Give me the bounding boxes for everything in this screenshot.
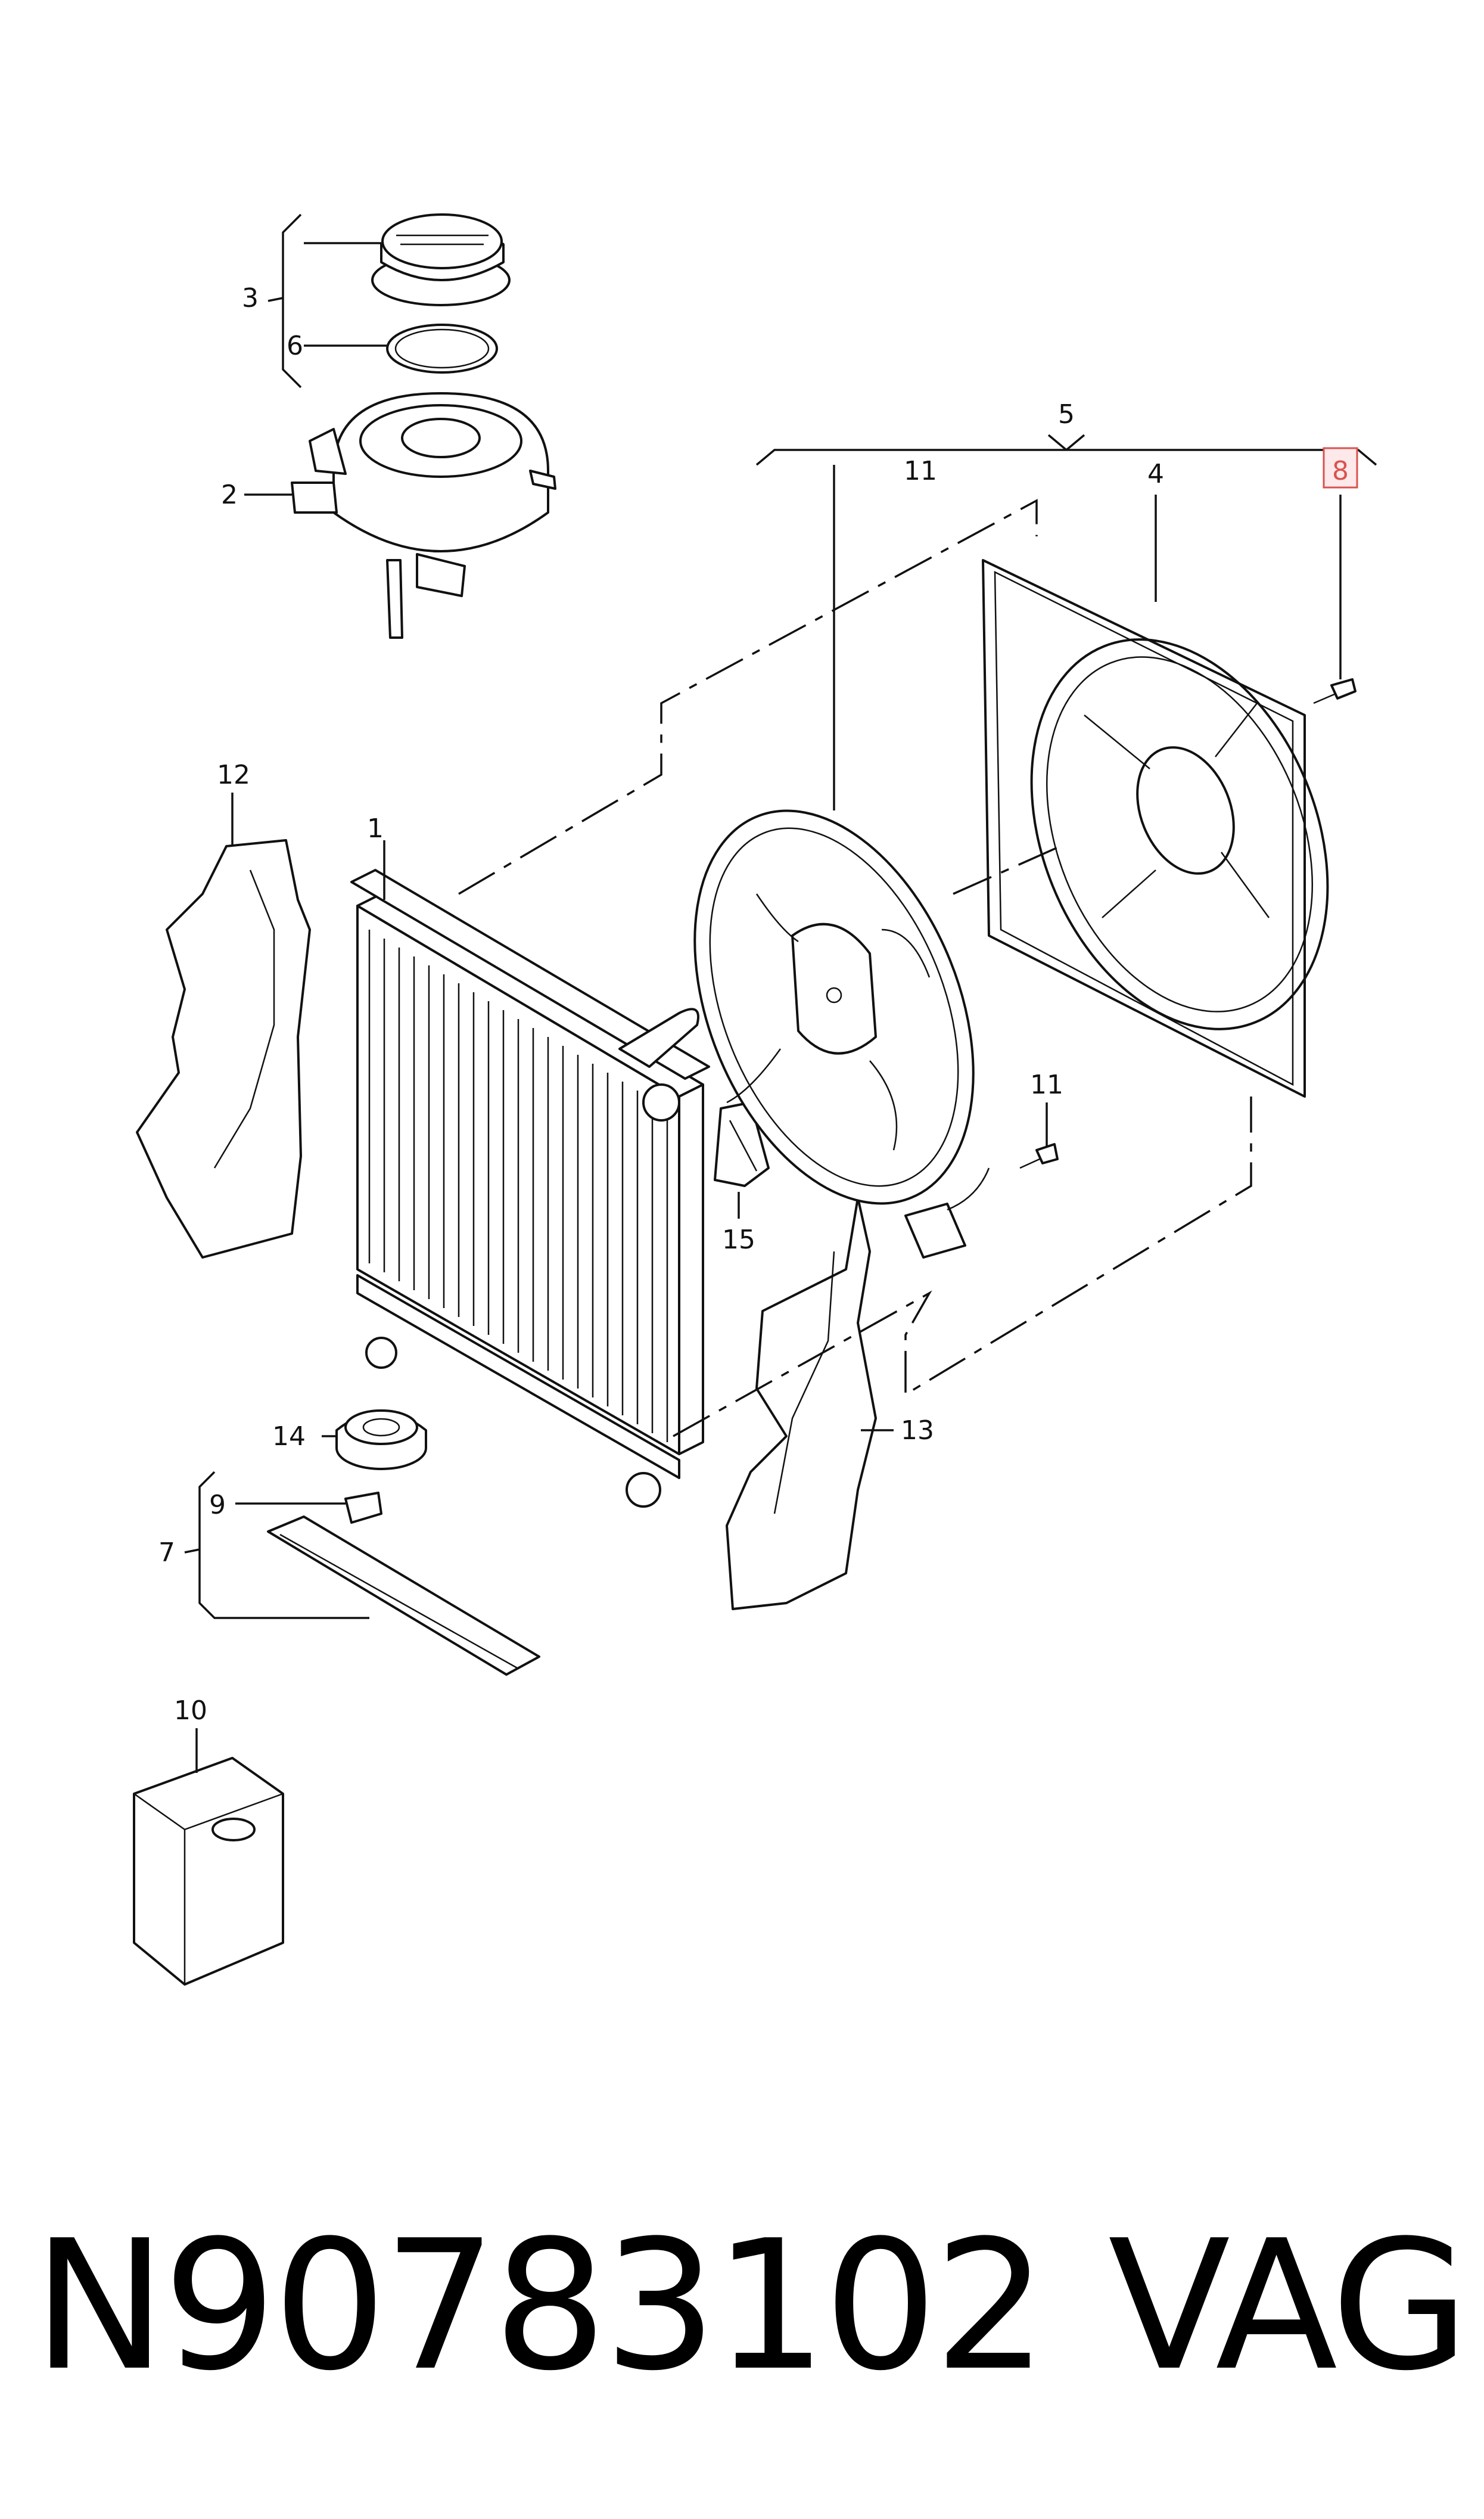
parts-diagram: 1 2 3 4 5 6 7 8 9 10 11 11 12 13 14 15 [133, 213, 1377, 1986]
callout-10: 10 [174, 1695, 207, 1726]
callout-8: 8 [1332, 456, 1349, 486]
air-duct-left [136, 839, 311, 1259]
callout-13: 13 [901, 1415, 934, 1446]
reservoir-cap [371, 213, 511, 306]
fan-impeller [693, 809, 975, 1205]
fan-bolt [1019, 1143, 1059, 1169]
fan-shroud [982, 559, 1329, 1098]
callout-2: 2 [221, 480, 238, 510]
air-duct-right [726, 1197, 877, 1610]
callout-7: 7 [158, 1538, 175, 1568]
callout-8-highlight [1323, 447, 1358, 489]
callout-1: 1 [367, 813, 384, 844]
callout-3: 3 [242, 283, 259, 313]
brand-name: VAG [1108, 2202, 1469, 2410]
radiator-mount-bushing [335, 1409, 427, 1470]
coolant-canister [133, 1757, 284, 1986]
shroud-bolt [1313, 678, 1357, 704]
callout-4: 4 [1147, 459, 1164, 489]
expansion-tank [291, 392, 556, 639]
part-number: N90783102 [33, 2202, 1047, 2410]
callout-5: 5 [1058, 399, 1075, 430]
callout-6: 6 [287, 331, 303, 361]
radiator [350, 869, 710, 1508]
callout-11-top: 11 [904, 456, 937, 486]
callout-15: 15 [722, 1225, 755, 1255]
radiator-core-fins [368, 930, 668, 1442]
callout-14: 14 [272, 1421, 306, 1452]
callout-11-bolt: 11 [1030, 1070, 1063, 1100]
air-deflector-strip [267, 1515, 540, 1676]
callout-9: 9 [209, 1490, 226, 1520]
fan-connector [904, 1167, 990, 1259]
callout-12: 12 [217, 760, 250, 790]
retaining-clip [344, 1492, 382, 1524]
cap-seal-ring [386, 324, 498, 374]
